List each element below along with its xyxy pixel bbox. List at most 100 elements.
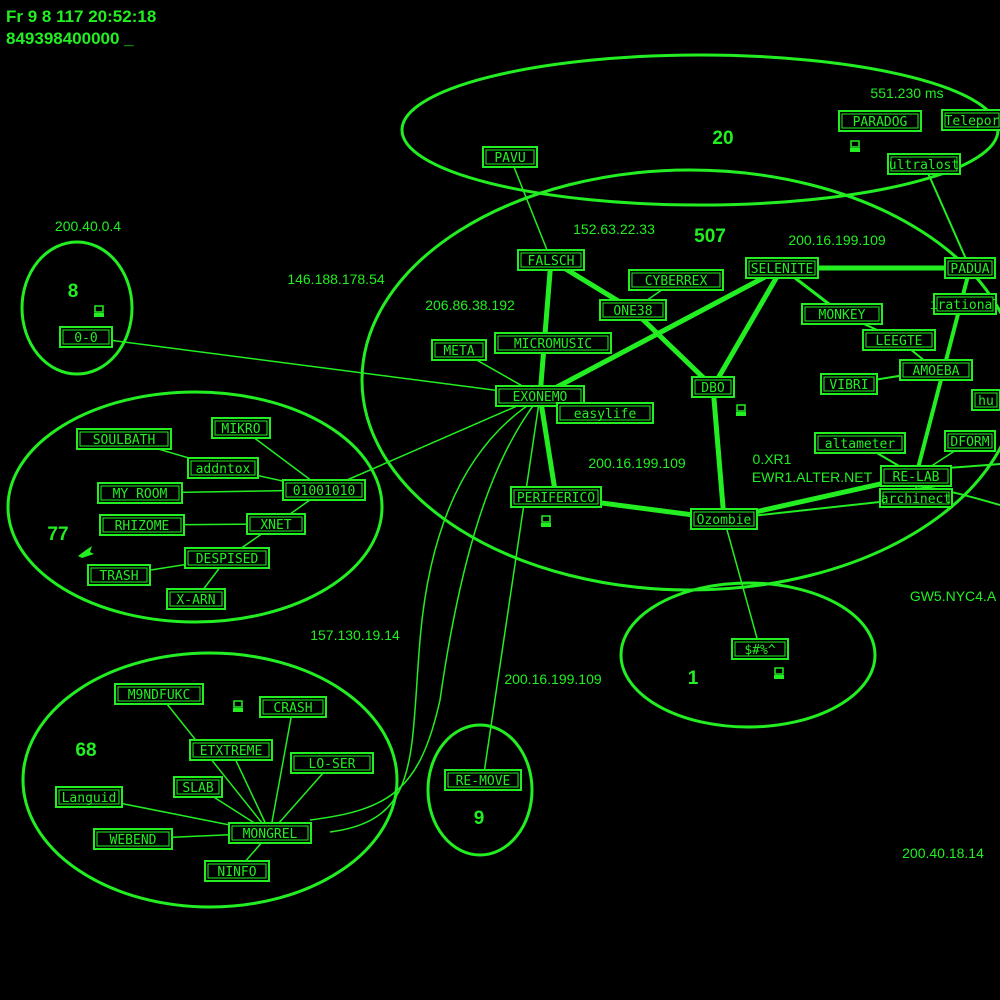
node-label: WEBEND [110, 833, 157, 848]
node-dform[interactable]: DFORM [944, 430, 996, 452]
node-mikro[interactable]: MIKRO [211, 417, 271, 439]
node-label: XNET [260, 518, 291, 533]
node-relab[interactable]: RE-LAB [880, 465, 952, 487]
node-label: MONKEY [819, 308, 866, 323]
node-ninfo[interactable]: NINFO [204, 860, 270, 882]
node-webend[interactable]: WEBEND [93, 828, 173, 850]
address-label: 206.86.38.192 [425, 297, 515, 313]
node-languid[interactable]: Languid [55, 786, 123, 808]
node-loser[interactable]: LO-SER [290, 752, 374, 774]
node-label: PERIFERICO [517, 491, 595, 506]
node-telepor[interactable]: Telepor [941, 109, 1000, 131]
node-padua[interactable]: PADUA [944, 257, 996, 279]
link-line [269, 762, 333, 834]
node-hu[interactable]: hu [971, 389, 1000, 411]
node-label: TRASH [99, 569, 138, 584]
node-myroom[interactable]: MY ROOM [97, 482, 183, 504]
link-line [710, 266, 785, 389]
node-xarn[interactable]: X-ARN [166, 588, 226, 610]
node-label: MONGREL [243, 827, 298, 842]
node-label: ultralost [889, 158, 959, 173]
address-label: 200.16.199.109 [588, 455, 686, 471]
node-label: CYBERREX [645, 274, 708, 289]
node-label: altameter [825, 437, 896, 452]
node-oo[interactable]: 0-0 [59, 326, 113, 348]
node-xnet[interactable]: XNET [246, 513, 306, 535]
link-line [537, 395, 559, 498]
node-pavu[interactable]: PAVU [482, 146, 538, 168]
node-easylife[interactable]: easylife [556, 402, 654, 424]
address-label: 146.188.178.54 [287, 271, 385, 287]
subnet-ellipse-g77 [6, 390, 384, 624]
subnet-count-g1: 1 [688, 668, 699, 689]
link-line [323, 395, 541, 491]
node-periferico[interactable]: PERIFERICO [510, 486, 602, 508]
user-icon [233, 700, 243, 712]
link-line [538, 265, 784, 399]
node-falsch[interactable]: FALSCH [517, 249, 585, 271]
counter-readout: 849398400000 _ [6, 29, 134, 48]
node-altameter[interactable]: altameter [814, 432, 906, 454]
node-label: PARADOG [853, 115, 908, 130]
node-etxtreme[interactable]: ETXTREME [189, 739, 273, 761]
node-despised[interactable]: DESPISED [184, 547, 270, 569]
node-label: easylife [574, 407, 637, 422]
node-cyberrex[interactable]: CYBERREX [628, 269, 724, 291]
node-paradog[interactable]: PARADOG [838, 110, 922, 132]
node-monkey[interactable]: MONKEY [801, 303, 883, 325]
node-meta[interactable]: META [431, 339, 487, 361]
node-label: FALSCH [528, 254, 575, 269]
node-label: irational [930, 298, 1000, 313]
node-ultralost[interactable]: ultralost [887, 153, 961, 175]
node-selenite[interactable]: SELENITE [745, 257, 819, 279]
node-dbo[interactable]: DBO [691, 376, 735, 398]
node-label: M9NDFUKC [128, 688, 191, 703]
node-n01001010[interactable]: 01001010 [282, 479, 366, 501]
rabbit-icon [78, 546, 94, 558]
node-symbols[interactable]: $#%^ [731, 638, 789, 660]
node-amoeba[interactable]: AMOEBA [899, 359, 973, 381]
node-micromusic[interactable]: MICROMUSIC [494, 332, 612, 354]
node-m9ndfukc[interactable]: M9NDFUKC [114, 683, 204, 705]
node-mongrel[interactable]: MONGREL [228, 822, 312, 844]
node-soulbath[interactable]: SOULBATH [76, 428, 172, 450]
node-addntox[interactable]: addntox [187, 457, 259, 479]
clock-readout: Fr 9 8 117 20:52:18 [6, 7, 157, 26]
subnet-ellipse-g9 [426, 723, 534, 857]
node-label: SLAB [182, 781, 213, 796]
address-label: 200.16.199.109 [504, 671, 602, 687]
user-icon [736, 404, 746, 416]
address-label: 200.40.0.4 [55, 218, 121, 234]
node-label: LO-SER [309, 757, 356, 772]
link-line [482, 395, 541, 781]
node-label: META [443, 344, 474, 359]
address-label: 551.230 ms [870, 85, 943, 101]
node-remove[interactable]: RE-MOVE [444, 769, 522, 791]
address-label: EWR1.ALTER.NET [752, 469, 873, 485]
subnet-ellipse-g1 [619, 581, 877, 729]
link-line [509, 156, 552, 261]
node-label: AMOEBA [913, 364, 960, 379]
node-slab[interactable]: SLAB [173, 776, 223, 798]
link-line [230, 749, 271, 834]
node-crash[interactable]: CRASH [259, 696, 327, 718]
node-irational[interactable]: irational [930, 293, 1000, 315]
address-label: 157.130.19.14 [310, 627, 400, 643]
node-label: RHIZOME [115, 519, 170, 534]
node-exonemo[interactable]: EXONEMO [495, 385, 585, 407]
address-label: GW5.NYC4.A [910, 588, 997, 604]
address-label: 200.40.18.14 [902, 845, 984, 861]
user-icon [94, 305, 104, 317]
node-label: Ozombie [697, 513, 752, 528]
node-rhizome[interactable]: RHIZOME [99, 514, 185, 536]
node-label: RE-MOVE [456, 774, 511, 789]
node-label: SELENITE [751, 262, 814, 277]
node-one38[interactable]: ONE38 [599, 299, 667, 321]
node-ozombie[interactable]: Ozombie [690, 508, 758, 530]
node-vibri[interactable]: VIBRI [820, 373, 878, 395]
node-archinect[interactable]: archinect [879, 488, 953, 508]
node-leegte[interactable]: LEEGTE [862, 329, 936, 351]
link-line [923, 163, 971, 269]
node-label: SOULBATH [93, 433, 156, 448]
node-trash[interactable]: TRASH [87, 564, 151, 586]
